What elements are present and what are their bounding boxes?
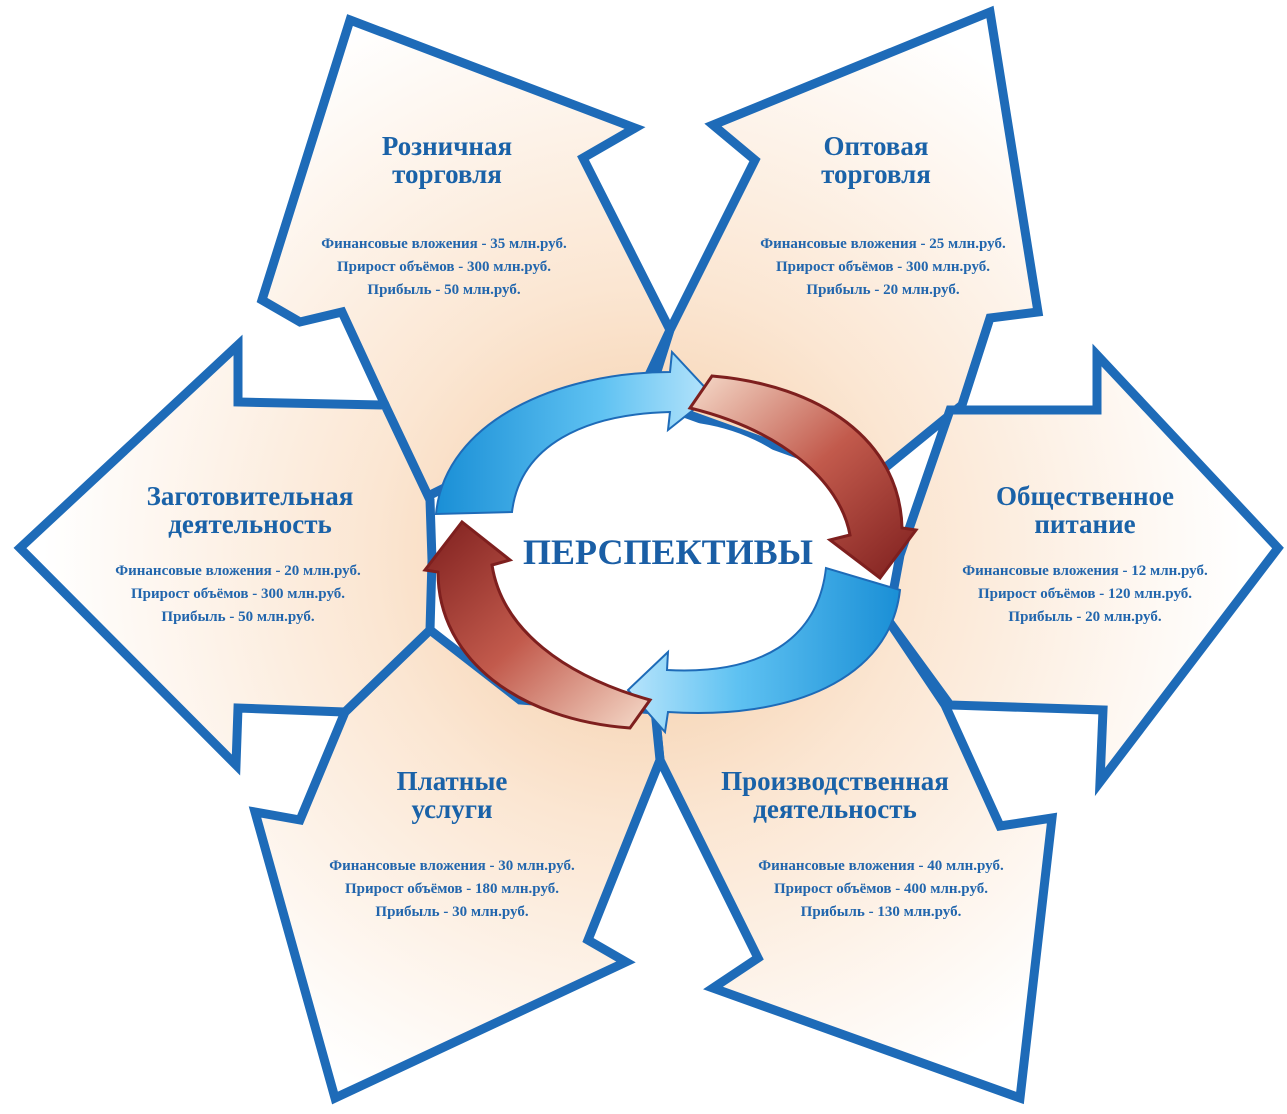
sector-title-line: деятельность xyxy=(168,509,332,539)
sector-profit: Прибыль - 50 млн.руб. xyxy=(367,282,520,298)
sector-profit: Прибыль - 30 млн.руб. xyxy=(375,904,528,920)
sector-title-line: торговля xyxy=(821,159,931,189)
sector-investment: Финансовые вложения - 30 млн.руб. xyxy=(329,858,575,874)
sector-procurement: Заготовительная деятельность Финансовые … xyxy=(115,481,361,625)
sector-volume-growth: Прирост объёмов - 120 млн.руб. xyxy=(978,586,1192,602)
arrow-procurement xyxy=(13,334,437,776)
sector-title-line: Производственная xyxy=(721,766,949,796)
sector-retail: Розничная торговля Финансовые вложения -… xyxy=(321,131,567,298)
sector-title-line: Платные xyxy=(397,766,508,796)
sector-volume-growth: Прирост объёмов - 180 млн.руб. xyxy=(345,881,559,897)
sector-investment: Финансовые вложения - 35 млн.руб. xyxy=(321,236,567,252)
cycle-arrow-blue-bottom xyxy=(626,566,902,735)
sector-profit: Прибыль - 50 млн.руб. xyxy=(161,609,314,625)
sector-title-line: Заготовительная xyxy=(147,481,354,511)
sector-volume-growth: Прирост объёмов - 400 млн.руб. xyxy=(774,881,988,897)
sector-catering: Общественное питание Финансовые вложения… xyxy=(962,481,1208,625)
arrow-shapes xyxy=(13,5,1284,1105)
arrow-paid-services xyxy=(248,624,665,1105)
cycle-arrow-red-left xyxy=(422,519,653,730)
sector-paid-services: Платные услуги Финансовые вложения - 30 … xyxy=(329,766,575,920)
sector-volume-growth: Прирост объёмов - 300 млн.руб. xyxy=(337,259,551,275)
sector-investment: Финансовые вложения - 25 млн.руб. xyxy=(760,236,1006,252)
sector-profit: Прибыль - 20 млн.руб. xyxy=(806,282,959,298)
sector-title-line: питание xyxy=(1034,509,1135,539)
cycle-arrow-red-right xyxy=(687,374,919,581)
arrow-wholesale xyxy=(642,5,1044,486)
sector-volume-growth: Прирост объёмов - 300 млн.руб. xyxy=(776,259,990,275)
sector-investment: Финансовые вложения - 12 млн.руб. xyxy=(962,563,1208,579)
sector-title-line: услуги xyxy=(411,794,492,824)
sector-title-line: Розничная xyxy=(382,131,512,161)
sector-title-line: Оптовая xyxy=(824,131,929,161)
sector-volume-growth: Прирост объёмов - 300 млн.руб. xyxy=(131,586,345,602)
sector-title-line: торговля xyxy=(392,159,502,189)
sector-investment: Финансовые вложения - 40 млн.руб. xyxy=(758,858,1004,874)
sector-profit: Прибыль - 20 млн.руб. xyxy=(1008,609,1161,625)
cycle-arrow-blue-top xyxy=(434,349,714,516)
sector-title-line: деятельность xyxy=(753,794,917,824)
center-label: ПЕРСПЕКТИВЫ xyxy=(523,532,813,572)
sector-investment: Финансовые вложения - 20 млн.руб. xyxy=(115,563,361,579)
sector-profit: Прибыль - 130 млн.руб. xyxy=(801,904,962,920)
center-ellipse xyxy=(500,421,836,685)
cycle-arrows xyxy=(422,349,919,735)
sector-wholesale: Оптовая торговля Финансовые вложения - 2… xyxy=(760,131,1006,298)
sector-title-line: Общественное xyxy=(996,481,1174,511)
sector-production: Производственная деятельность Финансовые… xyxy=(721,766,1004,920)
